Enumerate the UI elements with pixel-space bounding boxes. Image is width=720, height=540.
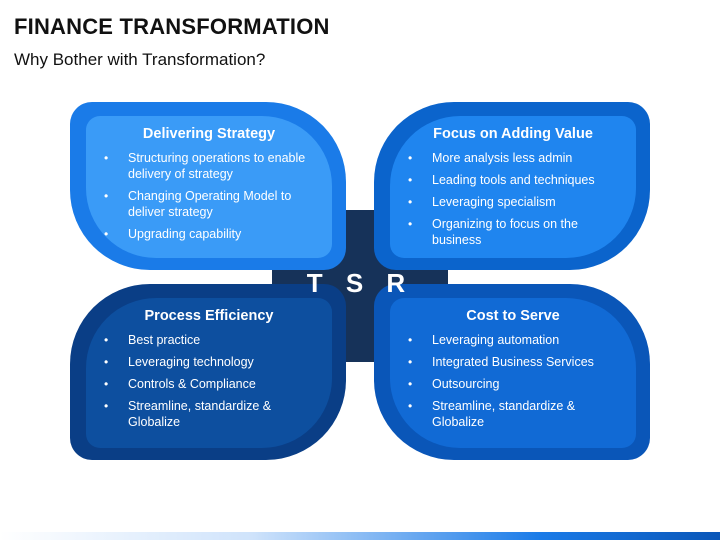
- quadrant-process-efficiency: Process Efficiency Best practice Leverag…: [70, 284, 346, 460]
- quadrant-focus-on-adding-value: Focus on Adding Value More analysis less…: [374, 102, 650, 270]
- footer-gradient-bar: [0, 532, 720, 540]
- bullet-list: Leveraging automation Integrated Busines…: [390, 332, 636, 430]
- list-item: Outsourcing: [408, 376, 626, 392]
- quadrant-inner: Process Efficiency Best practice Leverag…: [86, 298, 332, 448]
- bullet-list: Structuring operations to enable deliver…: [86, 150, 332, 242]
- list-item: Structuring operations to enable deliver…: [104, 150, 322, 182]
- center-label: T S R: [306, 268, 414, 298]
- list-item: Leveraging specialism: [408, 194, 626, 210]
- page-subtitle: Why Bother with Transformation?: [14, 50, 266, 69]
- list-item: Leveraging automation: [408, 332, 626, 348]
- list-item: Changing Operating Model to deliver stra…: [104, 188, 322, 220]
- quadrant-delivering-strategy: Delivering Strategy Structuring operatio…: [70, 102, 346, 270]
- list-item: Upgrading capability: [104, 226, 322, 242]
- quadrant-title: Cost to Serve: [466, 308, 560, 324]
- quadrant-inner: Cost to Serve Leveraging automation Inte…: [390, 298, 636, 448]
- quadrant-inner: Delivering Strategy Structuring operatio…: [86, 116, 332, 258]
- list-item: Streamline, standardize & Globalize: [104, 398, 322, 430]
- quadrant-title: Process Efficiency: [144, 308, 274, 324]
- list-item: Integrated Business Services: [408, 354, 626, 370]
- list-item: Leading tools and techniques: [408, 172, 626, 188]
- quadrant-title: Delivering Strategy: [142, 126, 276, 142]
- list-item: Streamline, standardize & Globalize: [408, 398, 626, 430]
- list-item: Leveraging technology: [104, 354, 322, 370]
- list-item: Organizing to focus on the business: [408, 216, 626, 248]
- bullet-list: Best practice Leveraging technology Cont…: [86, 332, 332, 430]
- quadrant-title: Focus on Adding Value: [433, 126, 593, 142]
- list-item: More analysis less admin: [408, 150, 626, 166]
- quadrant-inner: Focus on Adding Value More analysis less…: [390, 116, 636, 258]
- page-title: FINANCE TRANSFORMATION: [14, 14, 330, 39]
- bullet-list: More analysis less admin Leading tools a…: [390, 150, 636, 248]
- list-item: Controls & Compliance: [104, 376, 322, 392]
- quadrant-cost-to-serve: Cost to Serve Leveraging automation Inte…: [374, 284, 650, 460]
- list-item: Best practice: [104, 332, 322, 348]
